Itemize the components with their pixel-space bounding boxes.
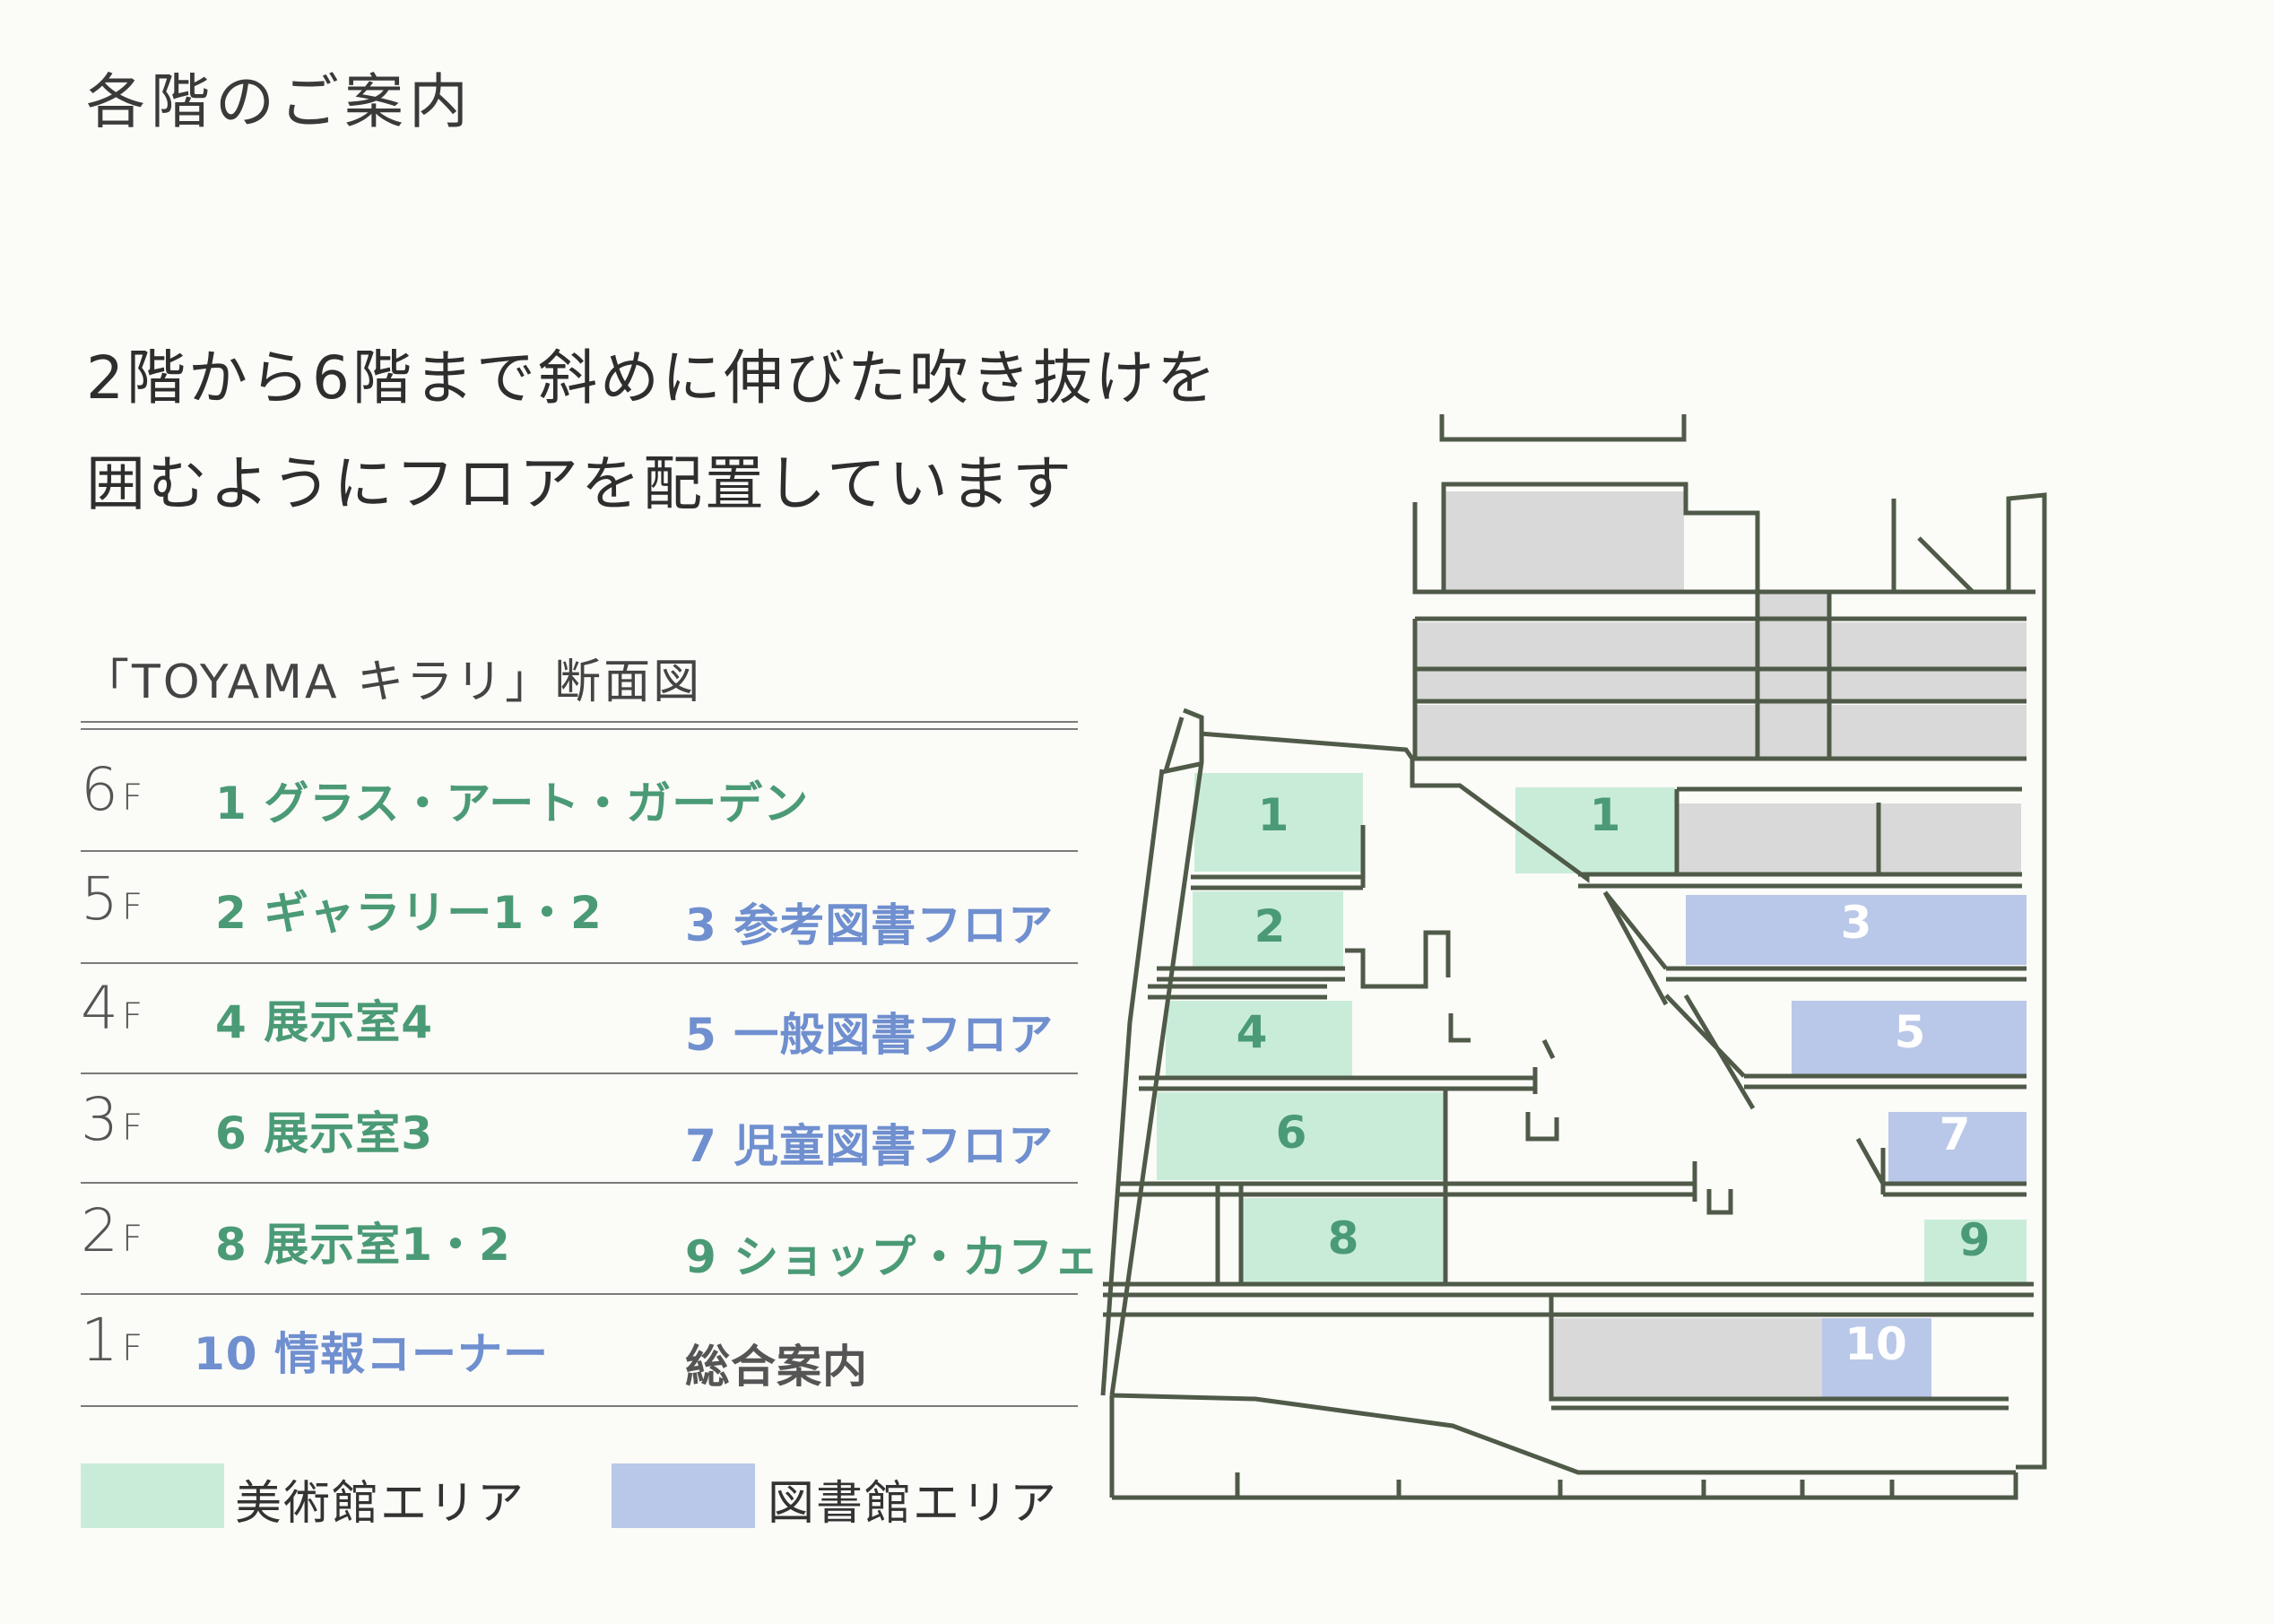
roof-slant [1199, 731, 1415, 760]
row-rule [81, 1293, 1078, 1295]
floor-entry: 8 展示室1・2 [215, 1219, 511, 1271]
room-number: 9 [1959, 1214, 1991, 1266]
room-area [1924, 1220, 2027, 1282]
room-labels: 1 1 2 3 4 5 6 7 8 9 10 [1237, 789, 1991, 1370]
void-6f [1674, 786, 2022, 874]
left-facade-inner [1100, 769, 1165, 1396]
floor-entry: 7 児童図書フロア [685, 1120, 1055, 1172]
stair-5f [1345, 930, 1451, 989]
atrium-post [1448, 1013, 1733, 1215]
room-number: 1 [1590, 789, 1621, 841]
room-area [1194, 773, 1363, 872]
page-heading: 各階のご案内 [86, 67, 473, 136]
atrium-diagonal [1410, 759, 1590, 883]
basement-cells [1396, 1480, 1895, 1498]
floor-entry: 5 一般図書フロア [685, 1009, 1055, 1061]
room-number: 10 [1844, 1318, 1907, 1370]
atrium-post [1541, 1038, 1556, 1060]
legend-label-library: 図書館エリア [768, 1477, 1059, 1531]
floor-entry: 総合案内 [685, 1341, 868, 1393]
room-area [1193, 891, 1343, 967]
room-area [1792, 1001, 2027, 1074]
ground-ramp [1111, 1393, 2016, 1475]
atrium-diagonal-3f [1855, 1137, 1886, 1194]
legend-swatch-museum [81, 1463, 224, 1528]
room-area [1157, 1092, 1444, 1180]
column-2f [1215, 1089, 1448, 1284]
room-area [1888, 1112, 2027, 1182]
floor-entry: 2 ギャラリー1・2 [215, 887, 603, 939]
lead-line-1: 2階から6階まで斜めに伸びた吹き抜けを [86, 343, 1219, 413]
floor-entry: 9 ショップ・カフェ [685, 1231, 1100, 1283]
room-number: 4 [1237, 1006, 1268, 1058]
legend-swatch-library [612, 1463, 755, 1528]
room-area [1686, 895, 2027, 965]
service-area [1417, 671, 1756, 699]
row-rule [81, 1405, 1078, 1407]
table-top-rule [81, 721, 1078, 730]
structure-lines [1100, 414, 2047, 1500]
service-area [1417, 622, 1756, 667]
floor-entry: 1 グラス・アート・ガーデン [215, 777, 810, 829]
service-area [1831, 622, 2027, 667]
service-area [1445, 491, 1684, 592]
atrium-diagonal-5f [1602, 890, 1669, 1006]
room-area [1822, 1318, 1931, 1397]
lead-line-2: 囲むようにフロアを配置しています [86, 449, 1075, 518]
room-number: 3 [1841, 897, 1872, 949]
room-number: 2 [1254, 900, 1286, 952]
floor-entry: 6 展示室3 [215, 1107, 433, 1159]
room-number: 1 [1258, 789, 1289, 841]
row-rule [81, 1182, 1078, 1184]
room-number: 8 [1328, 1212, 1359, 1264]
service-area [1679, 803, 2021, 873]
room-area [1243, 1198, 1444, 1282]
basement [1109, 1395, 2018, 1500]
row-rule [81, 850, 1078, 852]
roof-outline [1439, 414, 1687, 442]
service-area [1417, 705, 1756, 757]
left-pillar [1162, 716, 1201, 775]
upper-core [1755, 592, 1832, 759]
ground-box [1549, 1295, 2009, 1402]
room-area [1166, 1001, 1352, 1076]
legend-label-museum: 美術館エリア [235, 1477, 526, 1531]
floor-entry: 10 情報コーナー [194, 1328, 549, 1380]
floor-entry: 3 参考図書フロア [685, 899, 1055, 951]
room-number: 7 [1940, 1108, 1971, 1160]
floor-entry: 4 展示室4 [215, 996, 433, 1048]
room-number: 6 [1276, 1107, 1307, 1159]
room-number: 5 [1895, 1006, 1926, 1058]
row-rule [81, 1073, 1078, 1074]
upper-left-wall [1412, 619, 1444, 761]
atrium-diagonal-4f [1664, 994, 1756, 1110]
room-area [1515, 787, 1675, 873]
service-area [1831, 705, 2027, 757]
row-rule [81, 962, 1078, 964]
area-fills [1157, 491, 2027, 1397]
left-facade [1109, 708, 1204, 1396]
service-area [1831, 671, 2027, 699]
service-area [1553, 1318, 1822, 1397]
diagram-title: 「TOYAMA キラリ」断面図 [82, 656, 703, 709]
